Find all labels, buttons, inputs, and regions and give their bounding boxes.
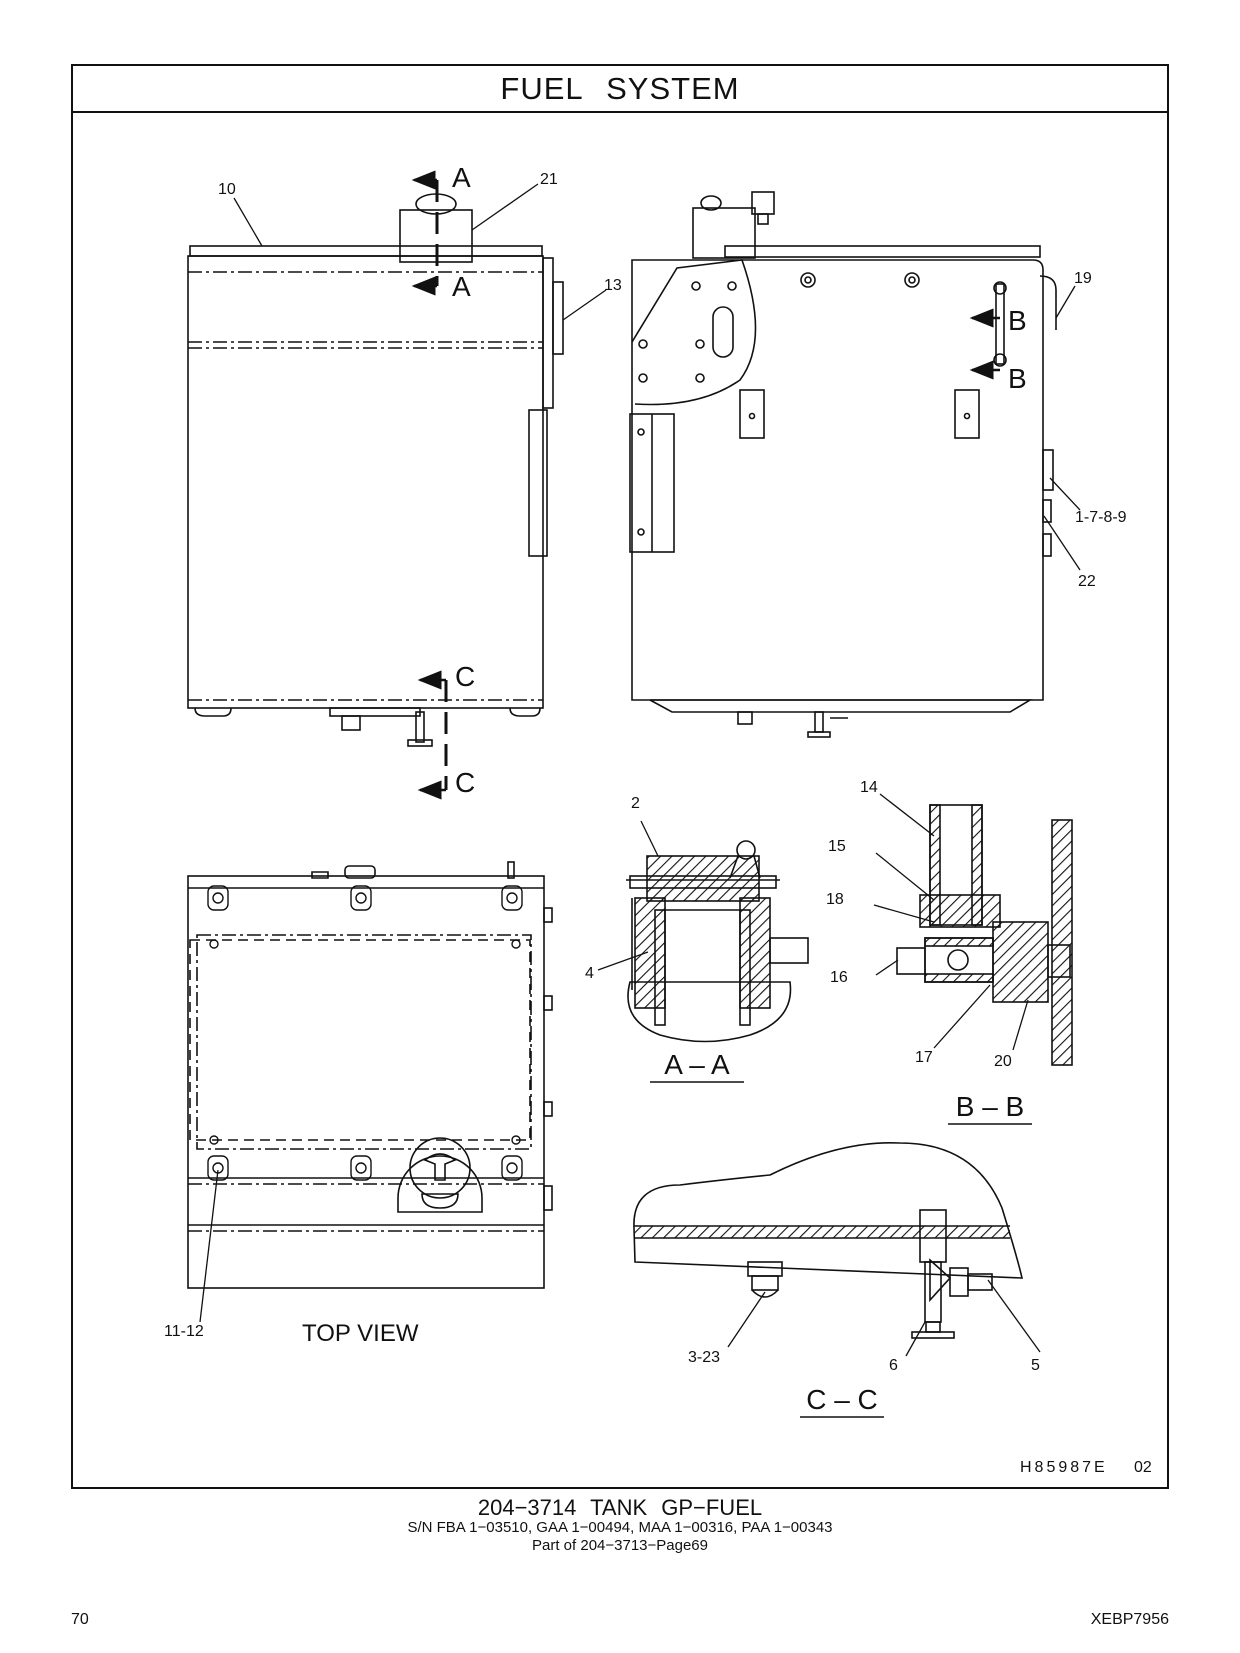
page-number: 70 <box>71 1611 89 1628</box>
drawing-id: H85987E <box>1020 1459 1108 1476</box>
top-view <box>187 861 553 1289</box>
drawing-frame: FUEL SYSTEM <box>71 64 1169 1489</box>
section-a-a-label: A – A <box>664 1049 730 1080</box>
caption-serial-numbers: S/N FBA 1−03510, GAA 1−00494, MAA 1−0031… <box>407 1519 833 1536</box>
section-c-c-label: C – C <box>806 1384 878 1415</box>
section-marker-b-top: B <box>1008 305 1027 336</box>
callout-6: 6 <box>889 1357 898 1374</box>
callout-18: 18 <box>826 891 844 908</box>
section-a-cut-line <box>411 170 439 296</box>
callout-19: 19 <box>1074 270 1092 287</box>
document-id: XEBP7956 <box>1090 1611 1169 1628</box>
callout-11-12: 11-12 <box>164 1323 204 1340</box>
callout-15: 15 <box>828 838 846 855</box>
callout-21: 21 <box>540 171 558 188</box>
callout-5: 5 <box>1031 1357 1040 1374</box>
callout-22: 22 <box>1078 573 1096 590</box>
callout-1-7-8-9: 1-7-8-9 <box>1075 509 1127 526</box>
callout-14: 14 <box>860 779 878 796</box>
section-c-c <box>633 1141 1024 1339</box>
callout-4: 4 <box>585 965 594 982</box>
callout-20: 20 <box>994 1053 1012 1070</box>
section-marker-a-bottom: A <box>452 271 471 302</box>
caption-title: 204−3714 TANK GP−FUEL <box>477 1495 763 1520</box>
section-b-cut-line <box>969 308 1000 380</box>
callout-10: 10 <box>218 181 236 198</box>
side-view <box>629 191 1057 738</box>
callout-2: 2 <box>631 795 640 812</box>
caption-part-of: Part of 204−3713−Page69 <box>532 1537 708 1554</box>
top-view-label: TOP VIEW <box>302 1320 419 1347</box>
page-title: FUEL SYSTEM <box>500 70 740 106</box>
title-bar: FUEL SYSTEM <box>73 66 1167 113</box>
drawing-revision: 02 <box>1134 1459 1152 1476</box>
section-marker-a-top: A <box>452 162 471 193</box>
callout-3-23: 3-23 <box>688 1349 720 1366</box>
section-b-b-label: B – B <box>956 1091 1024 1122</box>
section-b-b <box>896 804 1073 1066</box>
leader-lines <box>199 183 1081 1357</box>
section-marker-b-bottom: B <box>1008 363 1027 394</box>
front-view <box>187 170 564 800</box>
callout-13: 13 <box>604 277 622 294</box>
callout-16: 16 <box>830 969 848 986</box>
callout-17: 17 <box>915 1049 933 1066</box>
section-marker-c-bottom: C <box>455 767 475 798</box>
section-a-a <box>626 840 809 1043</box>
section-c-cut-line <box>417 670 448 800</box>
section-marker-c-top: C <box>455 661 475 692</box>
